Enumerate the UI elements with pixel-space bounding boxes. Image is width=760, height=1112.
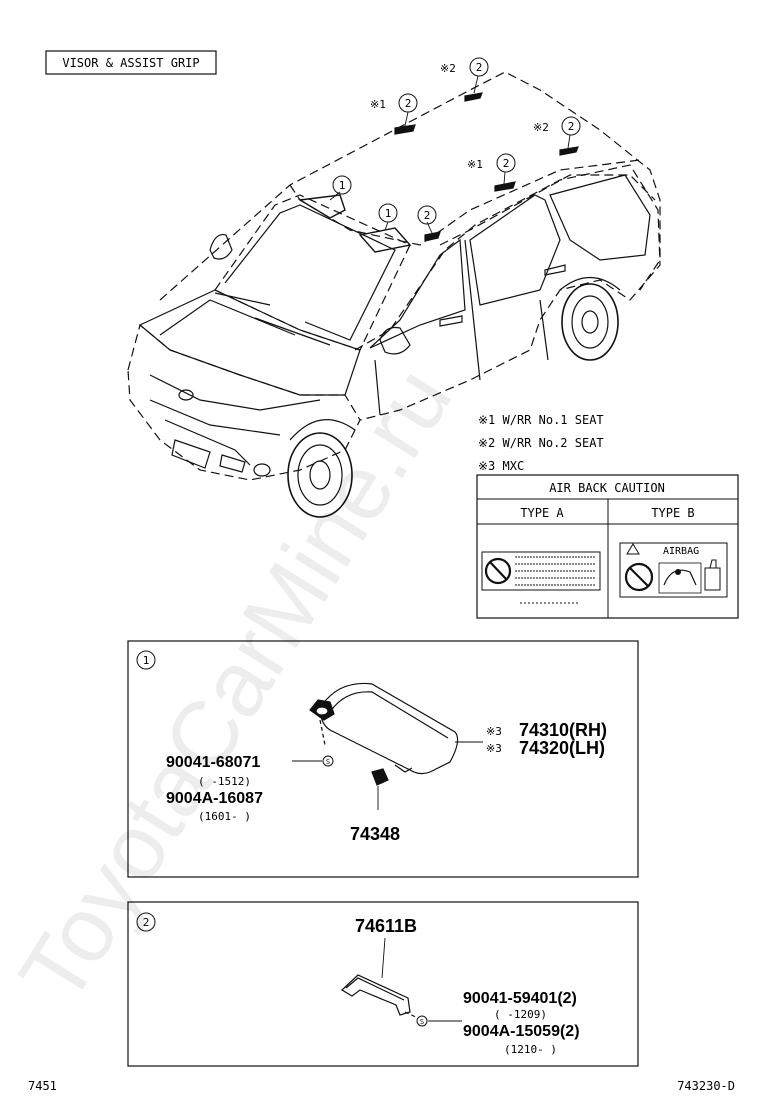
svg-text:1: 1	[385, 207, 392, 220]
callout-group: ※2 2 ※1 2 ※2 2 ※1 2 1 1 2	[332, 57, 581, 225]
callout-star1-top: ※1	[370, 98, 386, 111]
airbag-caution-table: AIR BACK CAUTION TYPE A TYPE B AIRBAG	[476, 474, 739, 619]
part-screw-a-range: ( -1512)	[198, 775, 251, 788]
part-screw-a: 90041-68071	[166, 754, 260, 771]
part-visor-rh: 74310(RH)	[519, 720, 607, 740]
part-screw-b: 9004A-16087	[166, 790, 263, 807]
box-1-number: 1	[143, 654, 150, 667]
svg-text:2: 2	[424, 209, 431, 222]
callout-circle-2	[561, 116, 581, 136]
box-2-number-circle	[136, 912, 156, 932]
callout-circle-2	[398, 93, 418, 113]
legend-item: ※1 W/RR No.1 SEAT	[478, 413, 604, 427]
type-b-label: TYPE B	[651, 506, 694, 520]
child-seat-icon	[658, 562, 702, 594]
callout-star1-mid: ※1	[467, 158, 483, 171]
assist-grip-drawing	[341, 974, 419, 1019]
callout-circle-2	[496, 153, 516, 173]
part-grip-screw-a-range: ( -1209)	[494, 1008, 547, 1021]
callout-circle-2	[469, 57, 489, 77]
svg-text:S: S	[420, 1018, 424, 1026]
callout-circle-1	[332, 175, 352, 195]
part-grip-screw-a: 90041-59401(2)	[463, 990, 577, 1007]
vehicle-illustration	[127, 71, 661, 518]
parts-box-1: 1 S ※3 74310(RH) ※3 74320(LH) 90041-6807…	[127, 640, 639, 878]
svg-text:2: 2	[405, 97, 412, 110]
part-assist-grip: 74611B	[355, 916, 417, 936]
sun-visor-drawing	[309, 682, 483, 810]
footer-right: 743230-D	[677, 1079, 735, 1093]
part-grip-screw-b-range: (1210- )	[504, 1043, 557, 1056]
callout-star2-right: ※2	[533, 121, 549, 134]
svg-text:2: 2	[503, 157, 510, 170]
callout-circle-1	[378, 203, 398, 223]
svg-text:2: 2	[476, 61, 483, 74]
diagram-title: VISOR & ASSIST GRIP	[62, 56, 199, 70]
caution-header: AIR BACK CAUTION	[549, 481, 665, 495]
seat-icon	[704, 567, 721, 591]
footer-left: 7451	[28, 1079, 57, 1093]
part-visor-holder: 74348	[350, 824, 400, 844]
star3-lh: ※3	[486, 742, 502, 755]
part-visor-lh: 74320(LH)	[519, 738, 605, 758]
type-b-label-graphic: AIRBAG	[619, 542, 728, 598]
legend-item: ※2 W/RR No.2 SEAT	[478, 436, 604, 450]
svg-text:S: S	[326, 758, 330, 766]
callout-star2-top: ※2	[440, 62, 456, 75]
prohibition-icon	[624, 562, 654, 592]
svg-text:2: 2	[568, 120, 575, 133]
prohibition-icon	[484, 557, 512, 585]
parts-box-2: 2 74611B S 90041-59401(2) ( -1209) 9004A…	[127, 901, 639, 1067]
screw-icon	[416, 1015, 428, 1027]
box-2-number: 2	[143, 916, 150, 929]
legend-item: ※3 MXC	[478, 459, 524, 473]
visor-holder-drawing	[371, 768, 389, 786]
type-a-label: TYPE A	[520, 506, 564, 520]
callout-circle-2	[417, 205, 437, 225]
warning-triangle-icon	[626, 543, 640, 555]
star3-rh: ※3	[486, 725, 502, 738]
part-screw-b-range: (1601- )	[198, 810, 251, 823]
part-grip-screw-b: 9004A-15059(2)	[463, 1023, 580, 1040]
box-1-number-circle	[136, 650, 156, 670]
screw-icon	[322, 755, 334, 767]
svg-text:1: 1	[339, 179, 346, 192]
type-a-label-graphic	[481, 551, 601, 604]
airbag-text: AIRBAG	[663, 546, 699, 557]
legend: ※1 W/RR No.1 SEAT ※2 W/RR No.2 SEAT ※3 M…	[478, 413, 604, 473]
title-box	[45, 50, 217, 75]
